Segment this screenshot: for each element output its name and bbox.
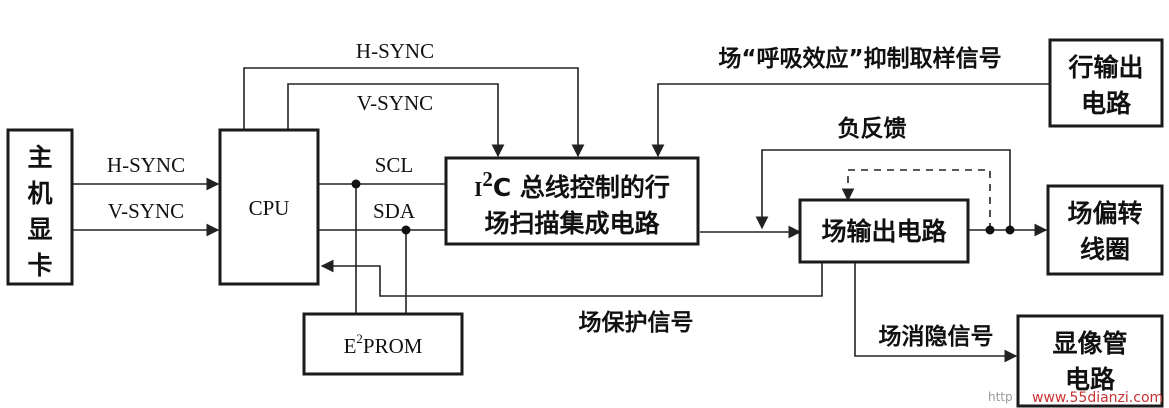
feedback-junction-dot-2 <box>1005 225 1015 235</box>
field-blanking-line <box>854 262 1018 363</box>
field-protect-line <box>320 259 823 297</box>
cpu-label: CPU <box>249 196 290 220</box>
feedback-junction-dot-1 <box>985 225 995 235</box>
breathing-sample-line <box>651 83 1050 158</box>
deflection-coil-block: 场偏转 线圈 <box>1046 184 1164 276</box>
crt-circuit-label-1: 显像管 <box>1052 329 1127 358</box>
v-sync-input-label: V-SYNC <box>108 199 184 223</box>
v-sync-top-label: V-SYNC <box>357 91 433 115</box>
h-sync-top-label: H-SYNC <box>356 39 434 63</box>
negative-feedback-line <box>755 149 1011 230</box>
crt-circuit-block: 显像管 电路 <box>1016 314 1164 408</box>
breathing-sample-label: 场“呼吸效应”抑制取样信号 <box>718 45 1001 72</box>
cpu-block: CPU <box>218 128 320 286</box>
eeprom-label: E2PROM <box>344 331 423 358</box>
line-output-label-1: 行输出 <box>1067 53 1143 82</box>
host-gpu-char-4: 卡 <box>27 251 52 280</box>
sda-junction-dot <box>401 225 411 235</box>
host-gpu-block: 主 机 显 卡 <box>6 128 74 286</box>
scl-junction-dot <box>351 179 361 189</box>
negative-feedback-label: 负反馈 <box>838 115 907 142</box>
line-output-block: 行输出 电路 <box>1048 38 1164 128</box>
dashed-feedback-line <box>841 169 991 230</box>
i2c-chip-block: I2C 总线控制的行 场扫描集成电路 <box>444 156 700 246</box>
connections <box>72 67 1050 363</box>
i2c-chip-line1: I2C 总线控制的行 <box>474 167 670 202</box>
field-output-label: 场输出电路 <box>821 217 947 246</box>
deflection-coil-label-2: 线圈 <box>1080 235 1130 264</box>
host-gpu-char-2: 机 <box>27 179 52 208</box>
deflection-coil-label-1: 场偏转 <box>1067 199 1142 228</box>
field-protect-label: 场保护信号 <box>579 309 694 336</box>
i2c-chip-line2: 场扫描集成电路 <box>484 209 660 238</box>
watermark-prefix: http <box>988 390 1013 404</box>
field-blanking-label: 场消隐信号 <box>879 323 994 350</box>
line-output-label-2: 电路 <box>1081 89 1132 118</box>
h-sync-top-line <box>243 67 585 158</box>
sda-label: SDA <box>373 199 416 223</box>
scl-label: SCL <box>375 153 414 177</box>
host-gpu-char-3: 显 <box>27 215 52 244</box>
crt-circuit-label-2: 电路 <box>1065 365 1116 394</box>
host-gpu-char-1: 主 <box>27 143 52 172</box>
v-sync-top-line <box>287 83 505 158</box>
field-output-block: 场输出电路 <box>798 198 970 264</box>
eeprom-block: E2PROM <box>302 312 464 376</box>
watermark-site: www.55dianzi.com <box>1032 390 1163 406</box>
h-sync-input-label: H-SYNC <box>107 153 185 177</box>
